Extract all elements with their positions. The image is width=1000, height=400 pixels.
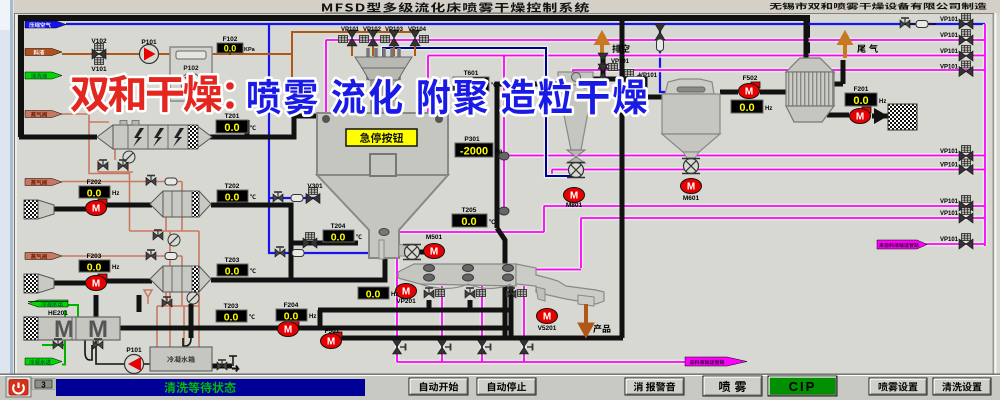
svg-text:0.0: 0.0 <box>853 95 868 107</box>
svg-text:M601: M601 <box>683 195 700 202</box>
svg-text:0.0: 0.0 <box>225 266 240 278</box>
svg-text:0.0: 0.0 <box>224 312 239 324</box>
svg-text:VP104: VP104 <box>408 27 427 33</box>
svg-text:T204: T204 <box>331 223 346 230</box>
svg-text:F201: F201 <box>854 86 869 93</box>
svg-text:-2000: -2000 <box>460 146 488 158</box>
svg-text:P301: P301 <box>464 136 480 143</box>
svg-text:F502: F502 <box>743 75 758 82</box>
svg-text:T203: T203 <box>225 257 240 264</box>
svg-text:Hz: Hz <box>879 99 886 105</box>
svg-text:VP101: VP101 <box>940 65 959 71</box>
svg-text:VP101: VP101 <box>940 33 959 39</box>
svg-text:VP101: VP101 <box>940 163 959 169</box>
svg-text:VP101: VP101 <box>940 49 959 55</box>
svg-text:F501: F501 <box>325 328 340 335</box>
svg-text:0.0: 0.0 <box>739 102 754 114</box>
svg-text:VP101: VP101 <box>940 149 959 155</box>
svg-text:P102: P102 <box>183 65 199 72</box>
svg-text:0.0: 0.0 <box>224 122 239 134</box>
svg-text:V301: V301 <box>307 183 323 190</box>
svg-text:M: M <box>88 316 108 343</box>
svg-text:F102: F102 <box>223 36 238 43</box>
svg-text:V5201: V5201 <box>538 325 557 332</box>
svg-text:0.0: 0.0 <box>87 262 102 274</box>
svg-text:VP101: VP101 <box>639 73 658 79</box>
svg-text:P101: P101 <box>126 347 142 354</box>
svg-text:CIP: CIP <box>789 379 817 394</box>
svg-text:F202: F202 <box>87 179 102 186</box>
svg-text:T203: T203 <box>224 303 239 310</box>
svg-text:KPa: KPa <box>244 47 256 53</box>
svg-text:V101: V101 <box>91 66 107 73</box>
svg-text:F204: F204 <box>284 302 299 309</box>
svg-text:Hz: Hz <box>112 191 119 197</box>
svg-text:VP103: VP103 <box>385 27 404 33</box>
svg-text:F203: F203 <box>87 253 102 260</box>
svg-text:HE201: HE201 <box>48 310 68 317</box>
svg-text:0.0: 0.0 <box>331 232 346 244</box>
svg-text:Hz: Hz <box>391 292 398 298</box>
svg-text:VP101: VP101 <box>341 27 360 33</box>
svg-text:3: 3 <box>41 381 46 390</box>
svg-text:0.0: 0.0 <box>225 192 240 204</box>
svg-text:VP101: VP101 <box>940 17 959 23</box>
svg-text:0.0: 0.0 <box>461 216 476 228</box>
svg-text:T202: T202 <box>225 183 240 190</box>
svg-text:V102: V102 <box>91 38 107 45</box>
svg-text:M: M <box>54 316 74 343</box>
svg-text:0.0: 0.0 <box>87 188 102 200</box>
svg-text:VP101: VP101 <box>940 237 959 243</box>
svg-text:T205: T205 <box>462 207 477 214</box>
svg-text:0.0: 0.0 <box>366 289 381 301</box>
svg-text:M801: M801 <box>566 202 583 209</box>
svg-text:Hz: Hz <box>309 314 316 320</box>
svg-text:VP102: VP102 <box>363 27 382 33</box>
svg-text:P101: P101 <box>141 39 157 46</box>
svg-text:0.0: 0.0 <box>224 44 237 54</box>
svg-text:VP101: VP101 <box>940 199 959 205</box>
svg-text:0.0: 0.0 <box>284 311 299 323</box>
svg-text:VP101: VP101 <box>940 211 959 217</box>
svg-text:M501: M501 <box>426 234 443 241</box>
svg-text:T601: T601 <box>464 70 479 77</box>
svg-text:Pa: Pa <box>495 149 503 155</box>
svg-text:VP101: VP101 <box>611 59 630 65</box>
svg-text:T201: T201 <box>225 113 240 120</box>
svg-text:Hz: Hz <box>765 106 772 112</box>
svg-text:Hz: Hz <box>112 265 119 271</box>
svg-text:VP201: VP201 <box>396 298 416 305</box>
